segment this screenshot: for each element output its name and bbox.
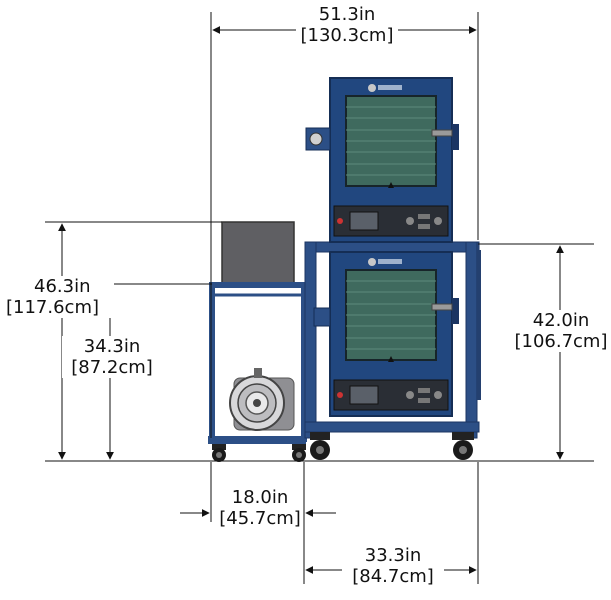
oven-display <box>349 211 379 231</box>
pump-cart-width-label: 18.0in [45.7cm] <box>219 487 301 529</box>
upper-vacuum-oven <box>305 77 459 243</box>
stand-height-label: 42.0in [106.7cm] <box>508 310 611 352</box>
stand-right-post <box>465 241 478 439</box>
oven-display <box>349 385 379 405</box>
stand-bottom-rail <box>304 421 480 433</box>
pump-cart <box>208 221 307 462</box>
dimension-lines <box>45 12 594 584</box>
vacuum-pump <box>229 368 295 431</box>
overall-height-label: 46.3in [117.6cm] <box>4 276 114 318</box>
stand-left-post <box>304 241 317 439</box>
oven-stand <box>304 241 481 460</box>
overall-width-label: 51.3in [130.3cm] <box>296 4 398 46</box>
pump-cart-base <box>208 436 306 444</box>
stand-caster <box>310 432 330 460</box>
stand-top-rail <box>304 241 480 253</box>
oven-side-port <box>313 307 331 327</box>
pump-cart-height-label: 34.3in [87.2cm] <box>62 336 162 378</box>
logo-mark <box>368 258 376 266</box>
logo-mark <box>368 84 376 92</box>
stand-right-rear-post <box>477 250 481 400</box>
stand-caster <box>452 432 474 460</box>
pump-cart-caster <box>292 444 306 462</box>
pump-cart-caster <box>212 444 226 462</box>
pump-box <box>221 221 295 286</box>
oven-door-handle <box>431 303 453 311</box>
oven-door-handle <box>431 129 453 137</box>
stand-width-label: 33.3in [84.7cm] <box>342 545 444 587</box>
lower-vacuum-oven <box>313 251 459 417</box>
